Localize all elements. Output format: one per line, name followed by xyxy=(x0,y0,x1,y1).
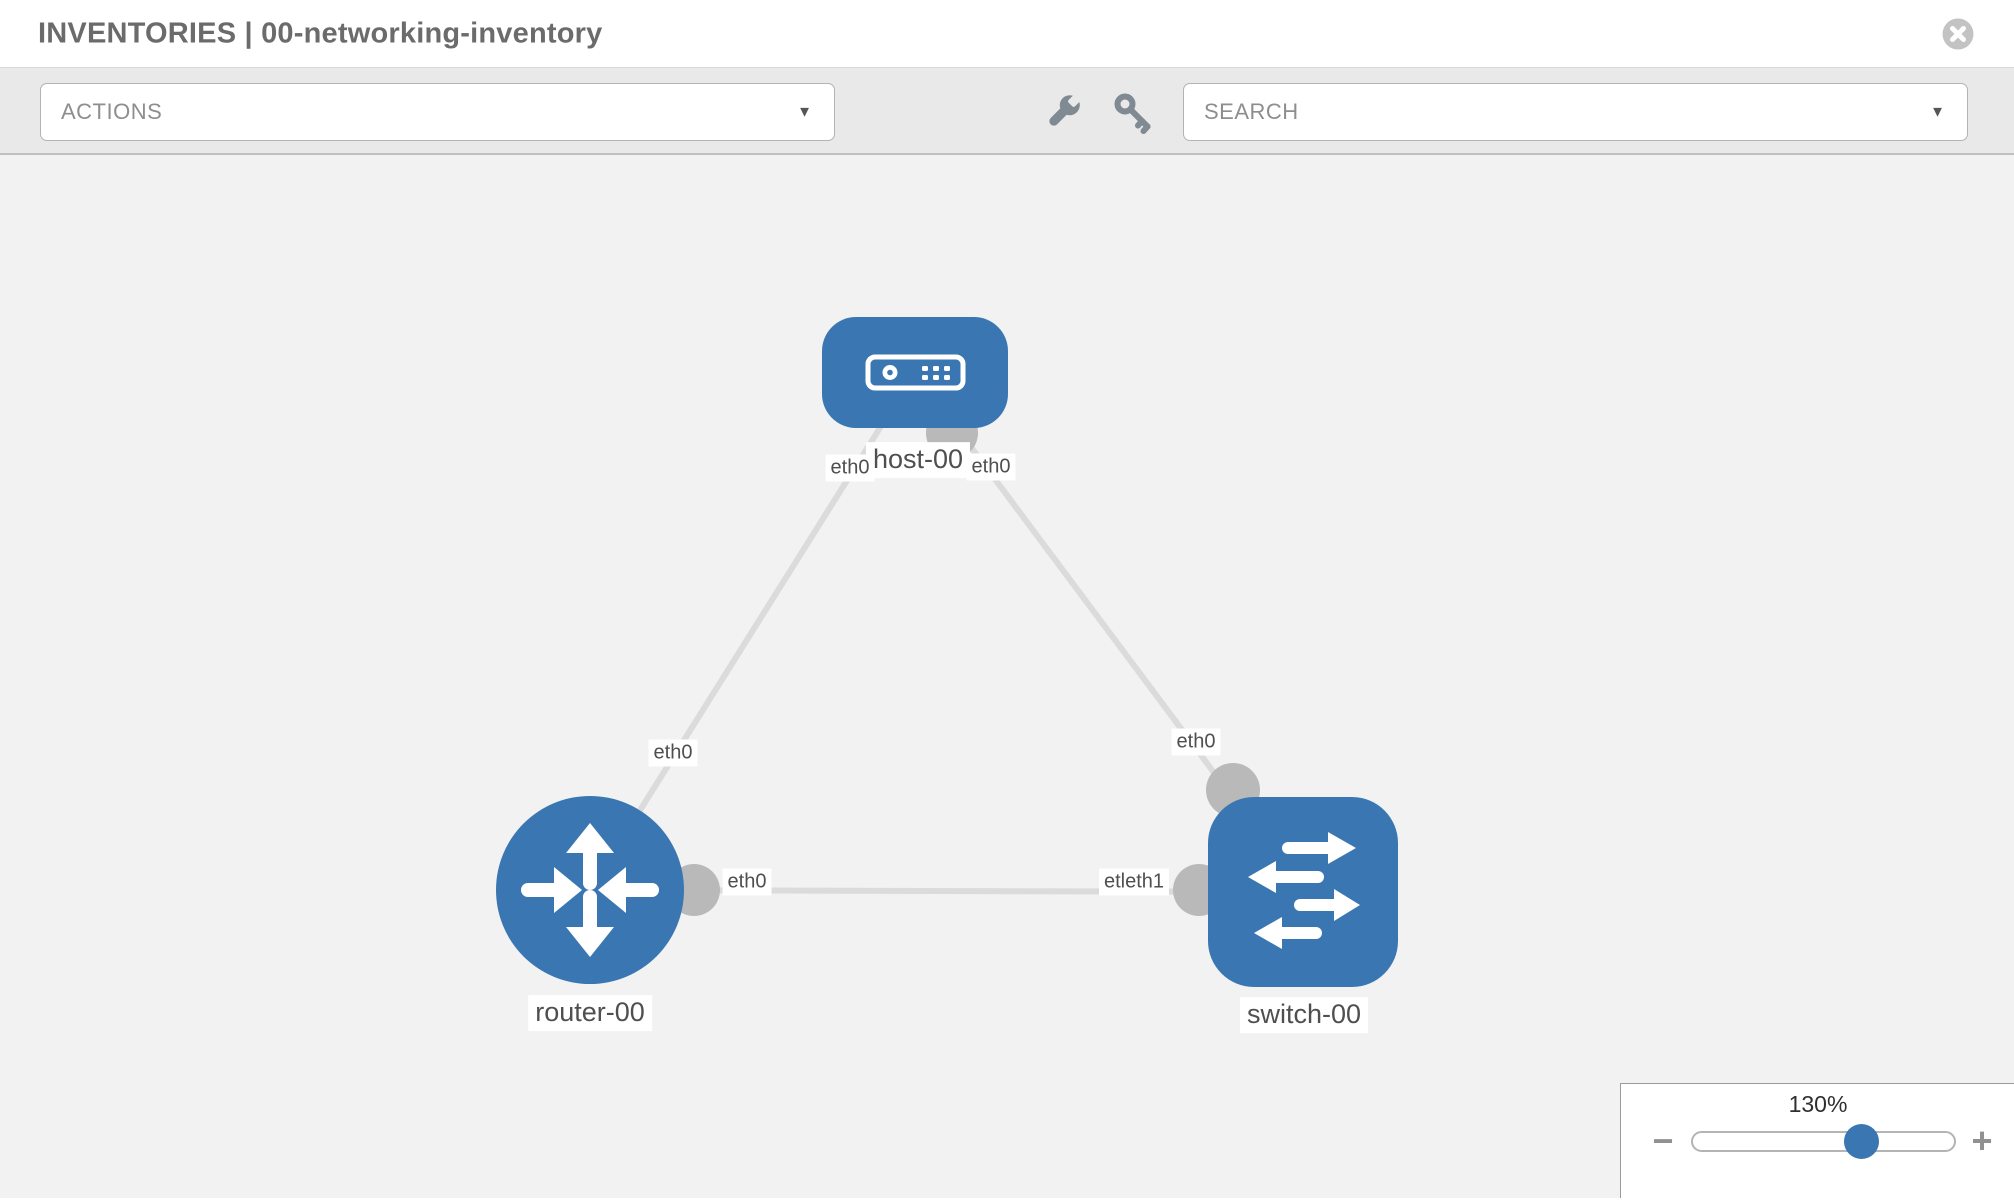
zoom-slider[interactable] xyxy=(1691,1123,1956,1159)
toolbar: ACTIONS ▼ SEAR xyxy=(0,68,2014,155)
node-label-switch: switch-00 xyxy=(1239,997,1369,1033)
zoom-slider-thumb[interactable] xyxy=(1844,1123,1879,1159)
interface-label-switch-to-host: eth0 xyxy=(1171,728,1221,756)
node-switch[interactable] xyxy=(1208,797,1398,987)
router-icon xyxy=(521,823,659,957)
zoom-out-button[interactable]: − xyxy=(1649,1123,1677,1159)
key-icon xyxy=(1114,93,1151,134)
actions-dropdown[interactable]: ACTIONS ▼ xyxy=(40,83,835,141)
search-dropdown-label: SEARCH xyxy=(1204,99,1299,124)
node-label-host: host-00 xyxy=(865,442,971,478)
node-host[interactable] xyxy=(822,317,1008,428)
zoom-panel: 130% − + xyxy=(1620,1083,2014,1198)
node-label-router: router-00 xyxy=(528,995,652,1031)
actions-dropdown-label: ACTIONS xyxy=(61,99,163,124)
interface-label-host-to-router: eth0 xyxy=(825,454,875,482)
node-router[interactable] xyxy=(496,796,684,984)
header: INVENTORIES | 00-networking-inventory xyxy=(0,0,2014,68)
wrench-tool-button[interactable] xyxy=(1040,91,1084,135)
key-tool-button[interactable] xyxy=(1112,91,1156,135)
zoom-level: 130% xyxy=(1788,1091,1848,1117)
zoom-in-button[interactable]: + xyxy=(1968,1123,1996,1159)
wrench-icon xyxy=(1049,92,1083,126)
topology-canvas[interactable]: host-00 router-00 switch-00 eth0 eth0 et… xyxy=(0,155,2014,1198)
close-circle-icon xyxy=(1942,18,1974,50)
close-button[interactable] xyxy=(1942,18,1974,50)
interface-label-switch-to-router: etleth1 xyxy=(1098,868,1170,896)
interface-label-router-to-host: eth0 xyxy=(648,739,698,767)
chevron-down-icon: ▼ xyxy=(797,103,812,121)
interface-label-host-to-switch: eth0 xyxy=(966,453,1016,481)
page-title: INVENTORIES | 00-networking-inventory xyxy=(38,17,603,49)
interface-label-router-to-switch: eth0 xyxy=(722,868,772,896)
search-dropdown[interactable]: SEARCH ▼ xyxy=(1183,83,1968,141)
switch-icon xyxy=(1248,832,1360,949)
host-icon xyxy=(865,354,966,391)
chevron-down-icon: ▼ xyxy=(1930,103,1945,121)
